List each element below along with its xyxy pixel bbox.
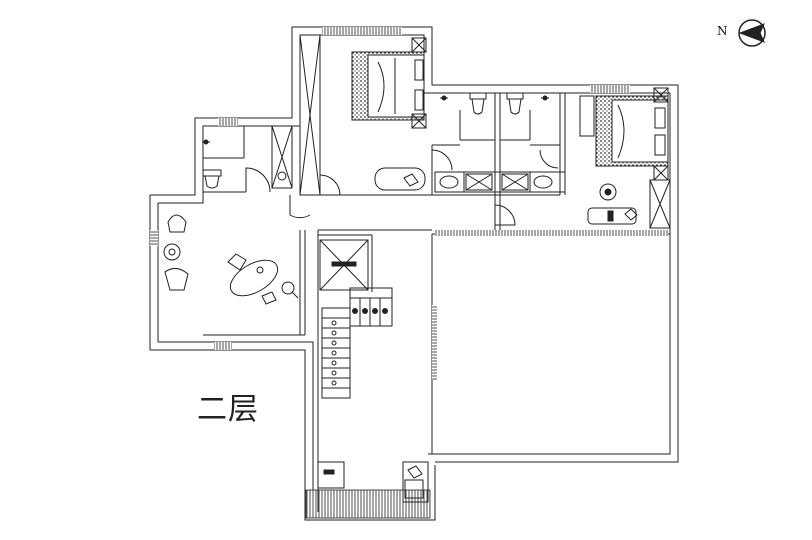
- floor-label: 二层: [197, 392, 259, 427]
- elevator-icon: [318, 234, 373, 292]
- toilet-icon: [202, 92, 524, 189]
- chair-icon: [163, 214, 189, 291]
- windows: [150, 27, 668, 519]
- bathtub-icon: [374, 167, 426, 191]
- north-arrow-icon: [738, 19, 766, 47]
- sink-icon: [434, 171, 566, 193]
- oval-table-icon: [227, 253, 299, 305]
- storage-icon: [323, 465, 424, 499]
- desk-icon: [587, 183, 638, 225]
- lamp-icon: [411, 37, 427, 129]
- interior-walls: [203, 34, 671, 512]
- doors: [245, 149, 559, 226]
- bed-icon-2: [579, 87, 669, 181]
- bed-icon: [351, 51, 425, 121]
- stair-icon: [321, 287, 393, 399]
- shower-icon: [202, 95, 549, 181]
- north-label: N: [717, 24, 728, 38]
